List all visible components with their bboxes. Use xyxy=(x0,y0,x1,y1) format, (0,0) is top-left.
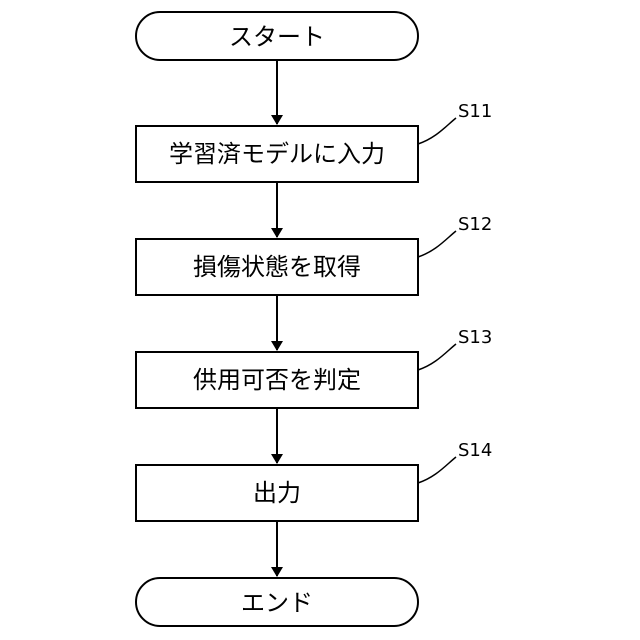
step-leader-s13 xyxy=(418,344,456,370)
step-leader-s11 xyxy=(418,118,456,144)
step-leader-s14 xyxy=(418,457,456,483)
step-id-s12: S12 xyxy=(458,214,492,235)
process-step-s12: 損傷状態を取得 S12 xyxy=(136,214,492,295)
process-label-s13: 供用可否を判定 xyxy=(193,366,361,394)
step-leader-s12 xyxy=(418,231,456,257)
process-step-s11: 学習済モデルに入力 S11 xyxy=(136,101,492,182)
process-step-s13: 供用可否を判定 S13 xyxy=(136,327,492,408)
process-step-s14: 出力 S14 xyxy=(136,440,492,521)
process-label-s14: 出力 xyxy=(253,479,301,507)
start-label: スタート xyxy=(229,23,325,51)
process-label-s12: 損傷状態を取得 xyxy=(193,253,361,281)
step-id-s14: S14 xyxy=(458,440,492,461)
step-id-s11: S11 xyxy=(458,101,492,122)
end-terminator: エンド xyxy=(136,578,418,626)
process-label-s11: 学習済モデルに入力 xyxy=(169,140,385,168)
step-id-s13: S13 xyxy=(458,327,492,348)
start-terminator: スタート xyxy=(136,12,418,60)
end-label: エンド xyxy=(241,589,313,617)
